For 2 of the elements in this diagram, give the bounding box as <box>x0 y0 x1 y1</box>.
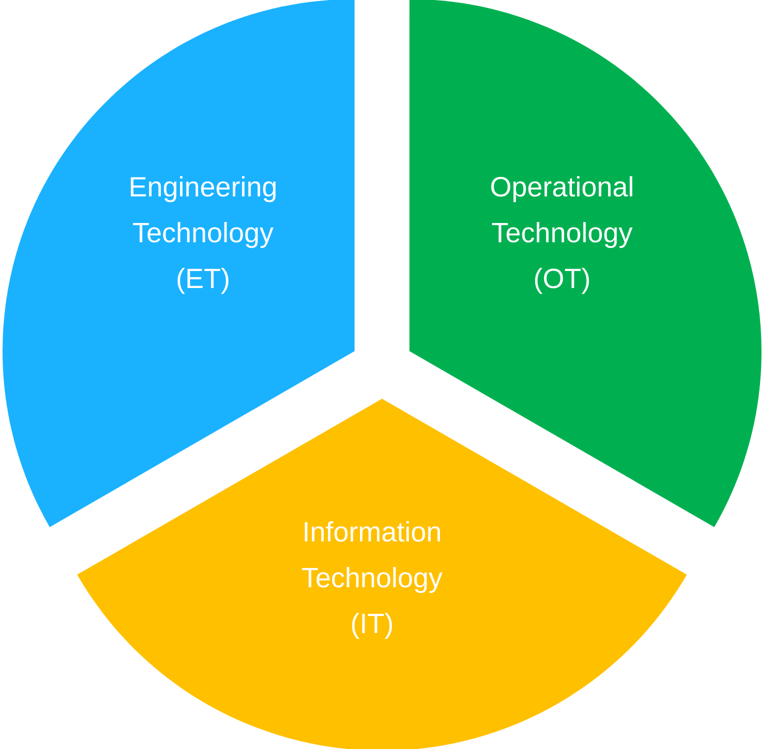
pie-sector: Information Technology (IT) <box>77 398 687 749</box>
pie-sector: Operational Technology (OT) <box>409 0 762 528</box>
